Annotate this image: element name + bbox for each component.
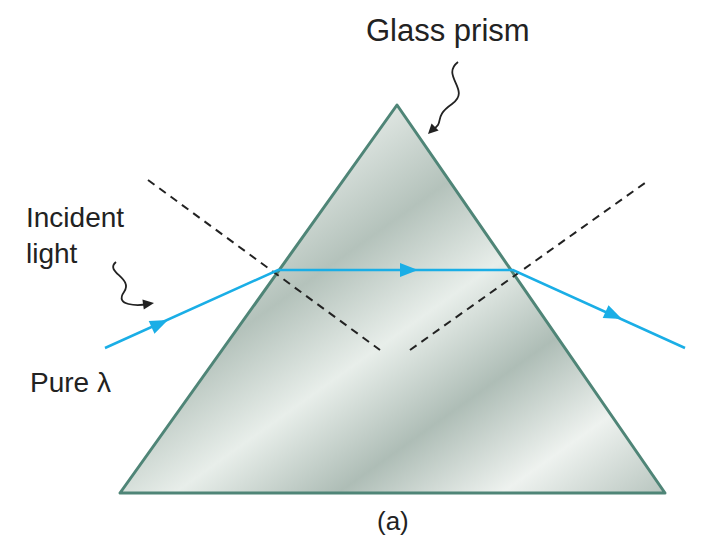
light-ray [105, 270, 685, 348]
leader-line [113, 262, 148, 305]
figure-caption: (a) [377, 506, 409, 537]
leader-line [432, 62, 459, 130]
label-text: Glass prism [366, 12, 626, 49]
normal-line [148, 180, 380, 350]
prism-body [120, 105, 665, 493]
label-text: Pure λ [30, 366, 190, 400]
normal-line [410, 183, 645, 350]
leader-arrowhead [424, 123, 438, 137]
label-text: Incident light [26, 200, 166, 272]
ray-arrowheads [149, 263, 625, 334]
leader-arrowhead [142, 298, 154, 309]
